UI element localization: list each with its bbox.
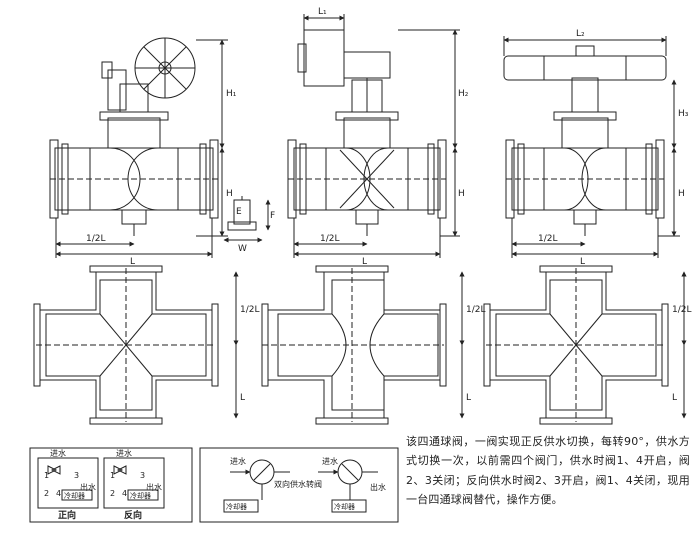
cooler-label-3: 冷却器: [226, 502, 247, 511]
port-1-b: 1: [110, 471, 115, 480]
dim-l-2: L: [362, 257, 367, 267]
dim-half-l-1: 1/2L: [86, 234, 106, 244]
port-3-b: 3: [140, 471, 145, 480]
dim-half-l-3: 1/2L: [538, 234, 558, 244]
port-2-a: 2: [44, 489, 49, 498]
plan-view-3: [483, 265, 687, 425]
plan-dim-l-3: L: [672, 393, 677, 403]
dim-h1: H₁: [226, 89, 237, 99]
plan-dim-l-2: L: [466, 393, 471, 403]
port-4-a: 4: [56, 489, 61, 498]
dim-h-1: H: [226, 189, 233, 199]
schematic-four-way-valve: [199, 447, 399, 523]
dim-h-2: H: [458, 189, 465, 199]
plan-dim-half-l-3: 1/2L: [672, 305, 692, 315]
plan-dim-half-l-1: 1/2L: [240, 305, 260, 315]
outlet-label-1: 出水: [80, 482, 96, 492]
cooler-label-1: 冷却器: [64, 491, 85, 500]
valve-view-pneumatic-actuator: [503, 36, 680, 258]
cooler-label-2: 冷却器: [130, 491, 151, 500]
dim-half-l-2: 1/2L: [320, 234, 340, 244]
reverse-label: 反向: [124, 509, 142, 521]
inlet-label-4: 进水: [322, 456, 338, 466]
dimension-labels: H₁ H 1/2L L F E W L₁ H₂ H 1/2L L L₂ H₃ H…: [86, 7, 692, 403]
port-2-b: 2: [110, 489, 115, 498]
dim-e: E: [236, 207, 242, 217]
dim-f: F: [270, 211, 275, 221]
dim-l-3: L: [580, 257, 585, 267]
reversing-valve-label: 双向供水转阀: [274, 479, 322, 489]
valve-view-electric-actuator: [287, 14, 460, 258]
outlet-label-2: 出水: [146, 482, 162, 492]
port-1-a: 1: [44, 471, 49, 480]
dim-l-1: L: [130, 257, 135, 267]
handle-detail: [223, 196, 271, 243]
plan-dim-l-1: L: [240, 393, 245, 403]
plan-view-2: [261, 265, 465, 425]
dim-h2: H₂: [458, 89, 469, 99]
dim-l2: L₂: [576, 29, 585, 39]
port-3-a: 3: [74, 471, 79, 480]
dim-l1: L₁: [318, 7, 327, 17]
inlet-label-1: 进水: [50, 448, 66, 458]
cooler-label-4: 冷却器: [334, 502, 355, 511]
port-4-b: 4: [122, 489, 127, 498]
dim-h-3: H: [678, 189, 685, 199]
dim-h3: H₃: [678, 109, 689, 119]
plan-view-1: [33, 265, 239, 425]
schematic-four-valves: [29, 447, 193, 523]
schematic-labels: 进水 进水 1 3 2 4 1 3 2 4 冷却器 冷却器 出水 出水 正向 反…: [44, 448, 386, 521]
plan-dim-half-l-2: 1/2L: [466, 305, 486, 315]
inlet-label-2: 进水: [116, 448, 132, 458]
valve-description: 该四通球阀，一阀实现正反供水切换，每转90°，供水方式切换一次，以前需四个阀门，…: [406, 435, 690, 507]
inlet-label-3: 进水: [230, 456, 246, 466]
valve-view-gear-operated: [49, 37, 228, 258]
forward-label: 正向: [58, 509, 76, 521]
outlet-label-4: 出水: [370, 482, 386, 492]
dim-w: W: [238, 244, 247, 254]
